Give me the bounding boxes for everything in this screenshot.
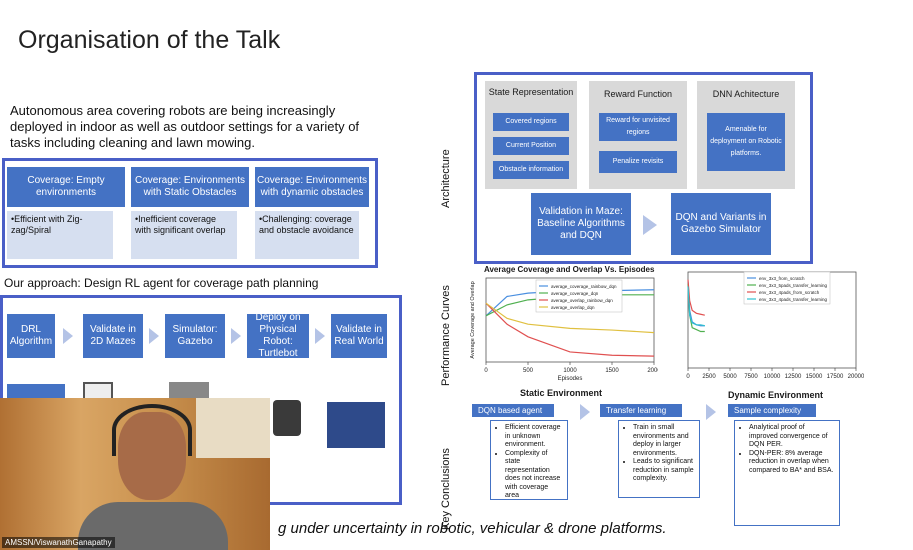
conclusion-box-transfer: Train in small environments and deploy i… (618, 420, 700, 498)
reward-item-penalize: Penalize revisits (599, 151, 677, 173)
x-tick-label: 7500 (744, 374, 758, 380)
state-item-covered: Covered regions (493, 113, 569, 131)
pipeline-step-turtlebot: Deploy on Physical Robot: Turtlebot (247, 312, 309, 359)
chart-left-title: Average Coverage and Overlap Vs. Episode… (484, 265, 655, 274)
conclusion-bullet: Leads to significant reduction in sample… (633, 458, 695, 484)
legend-label: env_3x3_from_scratch (759, 276, 805, 281)
legend-label: average_coverage_rainbow_dqn (551, 284, 617, 289)
conclusion-bullet: Efficient coverage in unknown environmen… (505, 424, 563, 450)
validation-box: Validation in Maze: Baseline Algorithms … (531, 193, 631, 255)
architecture-panel: State Representation Covered regions Cur… (474, 72, 813, 264)
legend-label: env_3x3_4pads_from_scratch (759, 290, 820, 295)
pipeline-step-gazebo: Simulator: Gazebo (165, 314, 225, 358)
performance-label: Performance Curves (440, 285, 452, 386)
series-line (485, 302, 655, 334)
y-axis-label: Average Coverage and Overlap (470, 281, 476, 358)
x-tick-label: 15000 (806, 374, 823, 380)
conclusion-arrow-icon (580, 404, 590, 420)
dnn-text: Amenable for deployment on Robotic platf… (707, 113, 785, 171)
legend-box (743, 271, 831, 305)
conclusion-bullet: DQN-PER: 8% average reduction in overlap… (749, 450, 835, 476)
gazebo-thumbnail (169, 382, 209, 398)
x-tick-label: 17500 (827, 374, 844, 380)
chart-left: 0 500 1000 1500 2000 average_coverage_rainbow… (470, 277, 658, 382)
legend-label: env_3x3_5pads_transfer_learning (759, 283, 828, 288)
dnn-heading: DNN Achitecture (712, 89, 780, 99)
turtlebot-thumbnail (273, 400, 301, 436)
chart-right: 0 2500 5000 7500 10000 12500 15000 17500 20000 en… (686, 271, 864, 380)
state-heading: State Representation (488, 87, 574, 97)
conclusion-arrow-icon (706, 404, 716, 420)
conclusions-label: Key Conclusions (440, 448, 452, 530)
conclusion-box-dqn: Efficient coverage in unknown environmen… (490, 420, 568, 500)
pipeline-arrow-icon (149, 328, 159, 344)
coverage-static-detail: •Inefficient coverage with significant o… (131, 211, 237, 259)
pipeline-arrow-icon (63, 328, 73, 344)
x-axis-label: Episodes (558, 376, 583, 382)
slide-title: Organisation of the Talk (18, 26, 281, 54)
coverage-dynamic-detail: •Challenging: coverage and obstacle avoi… (255, 211, 359, 259)
reward-box: Reward Function Reward for unvisited reg… (589, 81, 687, 189)
x-tick-label: 5000 (723, 374, 737, 380)
reward-item-unvisited: Reward for unvisited regions (599, 113, 677, 141)
coverage-empty-header: Coverage: Empty environments (7, 167, 125, 207)
conclusion-bullet: Analytical proof of improved convergence… (749, 424, 835, 450)
approach-heading: Our approach: Design RL agent for covera… (4, 276, 319, 290)
coverage-static-header: Coverage: Environments with Static Obsta… (131, 167, 249, 207)
x-tick-label: 500 (523, 368, 534, 374)
series-line (687, 279, 705, 316)
architecture-arrow-icon (643, 215, 657, 235)
headphone-icon (112, 404, 192, 456)
coverage-dynamic-header: Coverage: Environments with dynamic obst… (255, 167, 369, 207)
x-tick-label: 2500 (702, 374, 716, 380)
legend-label: env_3x3_4pads_transfer_learning (759, 297, 828, 302)
conclusion-bullet: Complexity of state representation does … (505, 450, 563, 501)
coverage-panel: Coverage: Empty environments •Efficient … (2, 158, 378, 268)
state-item-obstacle: Obstacle information (493, 161, 569, 179)
conclusion-box-sample: Analytical proof of improved convergence… (734, 420, 840, 526)
series-line (687, 286, 705, 327)
chart-left-env: Static Environment (520, 388, 603, 398)
x-tick-label: 1000 (563, 368, 577, 374)
conclusion-tag-dqn: DQN based agent (472, 404, 554, 417)
dnn-box: DNN Achitecture Amenable for deployment … (697, 81, 795, 189)
x-tick-label: 2000 (647, 368, 658, 374)
conclusion-bullet: Train in small environments and deploy i… (633, 424, 695, 458)
x-tick-label: 1500 (605, 368, 619, 374)
webcam-name-label: AMSSN/ViswanathGanapathy (2, 537, 115, 548)
state-box: State Representation Covered regions Cur… (485, 81, 577, 189)
x-tick-label: 0 (686, 374, 690, 380)
legend-box (535, 279, 623, 313)
state-item-position: Current Position (493, 137, 569, 155)
webcam-video: AMSSN/ViswanathGanapathy (0, 398, 270, 550)
reward-heading: Reward Function (603, 89, 673, 99)
dqn-variants-box: DQN and Variants in Gazebo Simulator (671, 193, 771, 255)
x-tick-label: 12500 (785, 374, 802, 380)
intro-text: Autonomous area covering robots are bein… (10, 103, 360, 150)
real-world-thumbnail (327, 402, 385, 448)
legend-label: average_overlap_dqn (551, 305, 595, 310)
conclusion-tag-transfer: Transfer learning (600, 404, 682, 417)
x-tick-label: 20000 (848, 374, 864, 380)
pipeline-arrow-icon (231, 328, 241, 344)
subtitle-caption: g under uncertainty in robotic, vehicula… (278, 520, 667, 537)
legend-label: average_overlap_rainbow_dqn (551, 298, 613, 303)
architecture-label: Architecture (440, 149, 452, 208)
pipeline-step-real-world: Validate in Real World (331, 314, 387, 358)
legend-label: average_coverage_dqn (551, 291, 599, 296)
pipeline-step-drl: DRL Algorithm (7, 314, 55, 358)
webcam-window-light (196, 398, 270, 458)
coverage-empty-detail: •Efficient with Zig-zag/Spiral (7, 211, 113, 259)
features-thumbnail (7, 384, 65, 398)
conclusion-tag-sample: Sample complexity (728, 404, 816, 417)
chart-right-env: Dynamic Environment (728, 390, 824, 400)
x-tick-label: 0 (484, 368, 488, 374)
series-line (485, 302, 655, 357)
x-tick-label: 10000 (764, 374, 781, 380)
pipeline-step-mazes: Validate in 2D Mazes (83, 314, 143, 358)
pipeline-arrow-icon (315, 328, 325, 344)
